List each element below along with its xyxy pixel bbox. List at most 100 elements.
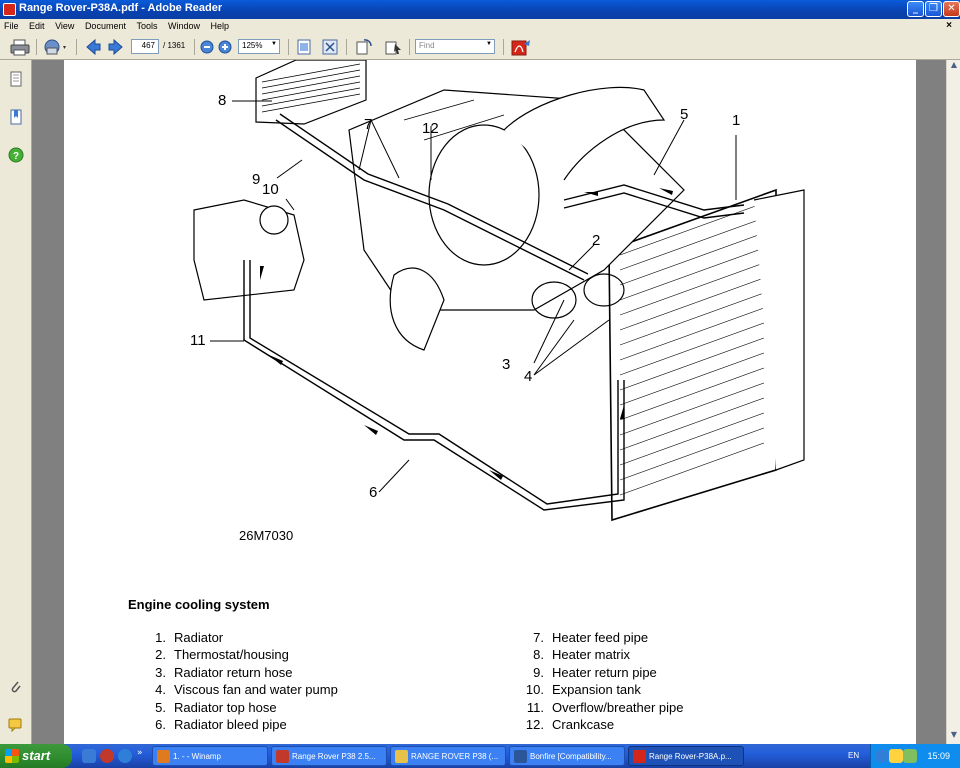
tray-expand-icon[interactable] (875, 749, 889, 763)
collaborate-icon[interactable] (43, 38, 69, 56)
callout-2: 2 (592, 232, 601, 249)
zoom-out-icon[interactable] (200, 38, 214, 56)
clock[interactable]: 15:09 (927, 751, 950, 761)
show-desktop-icon[interactable] (82, 749, 96, 763)
figure-caption: Engine cooling system (128, 597, 270, 612)
pdf-tools-icon[interactable] (510, 38, 532, 56)
legend-item: 11.Overflow/breather pipe (526, 699, 684, 715)
internet-explorer-icon[interactable] (118, 749, 132, 763)
next-page-icon[interactable] (107, 38, 125, 56)
quick-launch-overflow-icon[interactable]: » (137, 748, 143, 758)
network-icon[interactable] (903, 749, 917, 763)
taskbar-item-winamp[interactable]: 1. - - Winamp (152, 746, 268, 766)
taskbar-item-folder[interactable]: RANGE ROVER P38 (... (390, 746, 506, 766)
svg-text:?: ? (13, 151, 19, 162)
callout-10: 10 (262, 181, 279, 198)
taskbar-item-word[interactable]: Bonfire [Compatibility... (509, 746, 625, 766)
page-total: / 1361 (163, 41, 186, 50)
legend-item: 8.Heater matrix (533, 647, 631, 663)
zoom-value: 125% (242, 41, 263, 50)
legend-item: 7.Heater feed pipe (533, 630, 649, 645)
minimize-button[interactable]: _ (907, 1, 924, 17)
security-icon[interactable] (889, 749, 903, 763)
heater-matrix-drawing (255, 60, 367, 125)
taskbar-item-browser[interactable]: Range Rover P38 2.5... (271, 746, 387, 766)
print-icon[interactable] (10, 38, 30, 56)
callout-11: 11 (190, 332, 206, 349)
menu-bar: File Edit View Document Tools Window Hel… (0, 19, 960, 34)
callout-12: 12 (422, 120, 439, 137)
attachments-icon[interactable] (8, 679, 24, 695)
legend-item: 12.Crankcase (525, 716, 615, 732)
toolbar: 467 / 1361 125% ▼ Find ▼ (0, 34, 960, 60)
pages-icon[interactable] (8, 71, 24, 87)
callout-9: 9 (252, 171, 261, 188)
menu-file[interactable]: File (4, 21, 19, 31)
callout-1: 1 (732, 112, 741, 129)
comments-icon[interactable] (8, 717, 24, 733)
legend-item: 3.Radiator return hose (155, 664, 293, 680)
legend-left: 1.Radiator 2.Thermostat/housing 3.Radiat… (140, 630, 338, 734)
navigation-pane: ? (0, 60, 32, 744)
document-close-button[interactable]: × (946, 20, 952, 31)
chevron-down-icon: ▼ (271, 41, 277, 47)
find-field[interactable]: Find ▼ (415, 39, 495, 54)
select-icon[interactable] (383, 38, 403, 56)
close-button[interactable]: ✕ (943, 1, 960, 17)
legend-item: 5.Radiator top hose (155, 699, 277, 715)
scroll-up-icon[interactable]: ▲ (950, 60, 958, 69)
pdf-icon (633, 750, 646, 763)
document-viewport[interactable]: 8 7 12 5 1 9 10 2 11 3 4 6 26M7030 Engin… (32, 60, 946, 744)
menu-document[interactable]: Document (84, 21, 126, 31)
rotate-icon[interactable] (354, 38, 374, 56)
menu-edit[interactable]: Edit (29, 21, 45, 31)
language-indicator[interactable]: EN (848, 751, 860, 760)
callout-3: 3 (502, 356, 511, 373)
full-screen-icon[interactable] (321, 38, 339, 56)
word-icon (514, 750, 527, 763)
start-button[interactable]: start (0, 744, 72, 768)
legend-item: 1.Radiator (155, 630, 224, 645)
callout-5: 5 (680, 106, 689, 123)
windows-logo-icon (5, 749, 19, 763)
find-placeholder: Find (419, 41, 435, 50)
page-number-field[interactable]: 467 (131, 39, 159, 54)
pdf-page: 8 7 12 5 1 9 10 2 11 3 4 6 26M7030 Engin… (64, 60, 916, 744)
find-dropdown-icon[interactable]: ▼ (486, 41, 492, 47)
diagram-code: 26M7030 (239, 528, 294, 543)
callout-4: 4 (524, 368, 533, 385)
callout-7: 7 (364, 116, 373, 133)
legend-item: 6.Radiator bleed pipe (155, 716, 287, 732)
window-title: Range Rover-P38A.pdf - Adobe Reader (19, 2, 223, 14)
adobe-reader-icon (3, 3, 16, 16)
zoom-select[interactable]: 125% ▼ (238, 39, 280, 54)
help-icon[interactable]: ? (8, 147, 24, 163)
legend-item: 4.Viscous fan and water pump (155, 682, 338, 698)
previous-page-icon[interactable] (84, 38, 102, 56)
menu-tools[interactable]: Tools (136, 21, 158, 31)
zoom-in-icon[interactable] (218, 38, 232, 56)
menu-window[interactable]: Window (168, 21, 201, 31)
callout-8: 8 (218, 92, 227, 109)
expansion-tank-drawing (193, 199, 305, 301)
vertical-scrollbar[interactable]: ▲ ▼ (946, 60, 960, 744)
legend-item: 9.Heater return pipe (533, 664, 657, 680)
start-label: start (22, 748, 51, 763)
legend-item: 2.Thermostat/housing (155, 647, 289, 663)
bookmarks-icon[interactable] (8, 109, 24, 125)
flow-arrows-drawing (260, 188, 673, 480)
fit-page-icon[interactable] (295, 38, 313, 56)
browser-icon (276, 750, 289, 763)
cooling-system-diagram (193, 60, 805, 522)
menu-help[interactable]: Help (210, 21, 230, 31)
media-player-icon[interactable] (100, 749, 114, 763)
taskbar-item-adobe-reader[interactable]: Range Rover-P38A.p... (628, 746, 744, 766)
radiator-drawing (608, 188, 805, 522)
leader-lines-drawing (210, 100, 737, 493)
menu-view[interactable]: View (55, 21, 75, 31)
taskbar: start » 1. - - Winamp Range Rover P38 2.… (0, 744, 960, 768)
system-tray: 15:09 (870, 744, 960, 768)
restore-button[interactable]: ❐ (925, 1, 942, 17)
scroll-down-icon[interactable]: ▼ (950, 730, 958, 739)
folder-icon (395, 750, 408, 763)
